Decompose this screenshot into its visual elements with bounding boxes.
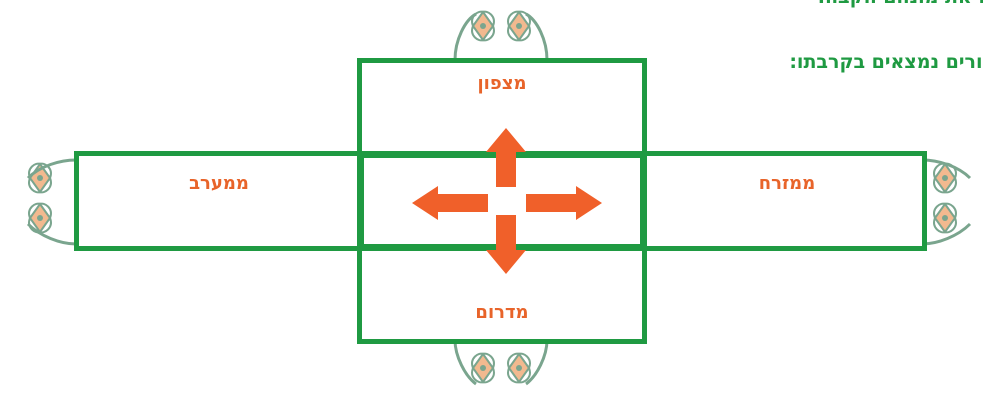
arrow-up-icon <box>486 128 526 187</box>
arrow-left-icon <box>412 186 488 220</box>
arrow-down-icon <box>486 215 526 274</box>
arrow-right-icon <box>526 186 602 220</box>
